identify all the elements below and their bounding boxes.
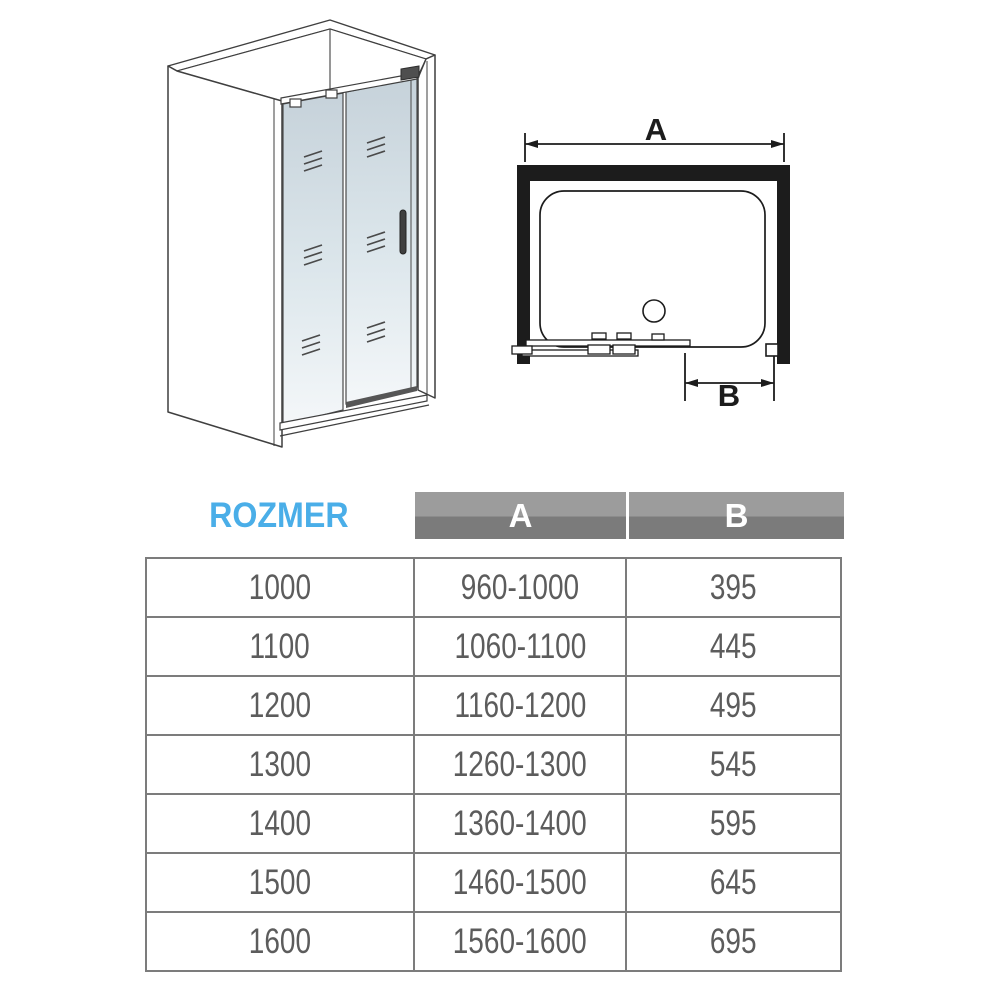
column-b-header: B (629, 492, 844, 539)
cell-b: 445 (625, 616, 842, 677)
table-row: 1200 1160-1200 495 (145, 675, 842, 736)
door-handle (399, 209, 407, 255)
arrowhead-left (685, 379, 698, 387)
arrowhead-left (525, 140, 538, 148)
cell-rozmer: 1300 (145, 734, 415, 795)
size-table: 1000 960-1000 395 1100 1060-1100 445 120… (145, 557, 842, 972)
arrowhead-right (761, 379, 774, 387)
cell-rozmer: 1500 (145, 852, 415, 913)
cell-a: 1560-1600 (413, 911, 627, 972)
cell-b: 545 (625, 734, 842, 795)
table-row: 1100 1060-1100 445 (145, 616, 842, 677)
table-row: 1500 1460-1500 645 (145, 852, 842, 913)
column-b-header-text: B (724, 496, 749, 534)
table-row: 1300 1260-1300 545 (145, 734, 842, 795)
top-rail (280, 72, 418, 105)
rozmer-header-text: ROZMER (209, 495, 349, 535)
cell-b: 695 (625, 911, 842, 972)
top-view-drawing: A B (511, 112, 790, 410)
arrowhead-right (771, 140, 784, 148)
cell-b: 595 (625, 793, 842, 854)
dimension-a-line (524, 133, 785, 162)
door-rails (511, 332, 691, 357)
left-wall (167, 65, 283, 448)
door-threshold (346, 386, 417, 408)
cell-b: 495 (625, 675, 842, 736)
rozmer-header-label: ROZMER (145, 492, 413, 539)
dimension-b-line (684, 353, 775, 401)
cell-rozmer: 1400 (145, 793, 415, 854)
cell-rozmer: 1600 (145, 911, 415, 972)
isometric-shower-drawing (167, 19, 436, 448)
glass-panel-fixed (282, 92, 344, 426)
cell-a: 1260-1300 (413, 734, 627, 795)
rail-end-cap (400, 65, 420, 81)
tray-front-edge (279, 404, 430, 437)
cell-a: 960-1000 (413, 557, 627, 618)
roller-bracket (325, 89, 338, 99)
dimension-b-label: B (718, 378, 740, 410)
cell-b: 645 (625, 852, 842, 913)
wall-frame (517, 165, 790, 364)
column-a-header-text: A (508, 496, 533, 534)
cell-a: 1360-1400 (413, 793, 627, 854)
bottom-sill (279, 394, 428, 431)
column-a-header: A (415, 492, 626, 539)
shower-tray (539, 190, 766, 348)
dimension-a-label: A (645, 112, 667, 147)
cell-a: 1460-1500 (413, 852, 627, 913)
table-row: 1400 1360-1400 595 (145, 793, 842, 854)
drain-circle (642, 299, 666, 323)
cell-rozmer: 1100 (145, 616, 415, 677)
cell-rozmer: 1000 (145, 557, 415, 618)
cell-a: 1160-1200 (413, 675, 627, 736)
roller-bracket (289, 98, 302, 108)
cell-b: 395 (625, 557, 842, 618)
glass-stripes (301, 136, 386, 356)
cell-rozmer: 1200 (145, 675, 415, 736)
cell-a: 1060-1100 (413, 616, 627, 677)
table-row: 1000 960-1000 395 (145, 557, 842, 618)
table-row: 1600 1560-1600 695 (145, 911, 842, 972)
door-stopper (765, 343, 779, 357)
